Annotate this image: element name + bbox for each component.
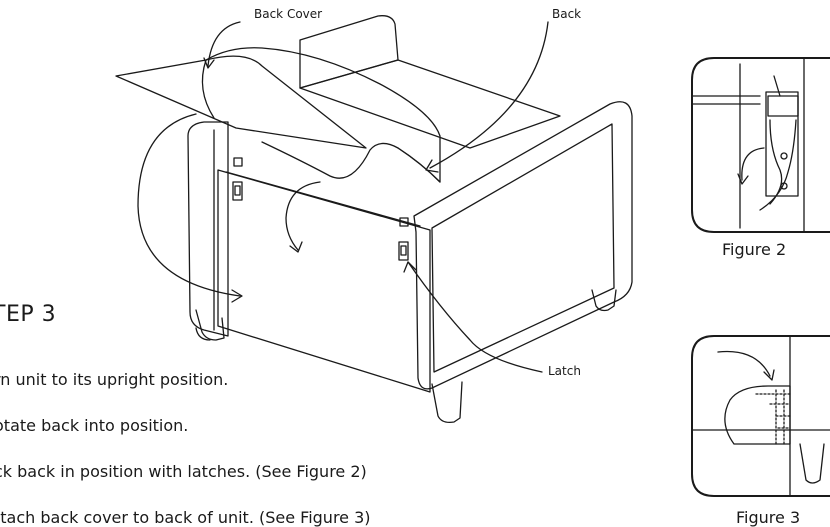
fig2-arrow [742,148,764,180]
back-cushion-outline [300,16,398,88]
arrow-back-cover [208,22,240,66]
left-arm-panel [188,122,228,336]
latch-left-top [234,158,242,166]
leg-front [432,382,462,422]
arrow-rotate-down [286,182,320,250]
latch-right [399,242,408,260]
latch-right-top [400,218,408,226]
right-arm [414,102,632,389]
step-title: TEP 3 [0,302,57,327]
leg-right [592,290,616,311]
figure-3-caption: Figure 3 [736,508,801,527]
instruction-3: ck back in position with latches. (See F… [0,462,367,481]
fig2-latch-plate [766,92,798,196]
fig2-latch-hook [768,96,798,116]
callout-back-cover: Back Cover [254,7,323,21]
arrow-latch [408,262,542,372]
seat-block-top [300,60,560,148]
instruction-2: otate back into position. [0,416,189,435]
arrow-large-sweep [138,114,240,296]
fig3-cover-corner [725,386,790,444]
latch-left [233,182,242,200]
leg-left [196,310,224,340]
front-panel [218,170,430,392]
arrow-back [430,22,548,168]
fig3-arrow [718,352,770,377]
callout-back: Back [552,7,582,21]
callout-latch: Latch [548,364,581,378]
figure-2-caption: Figure 2 [722,240,787,259]
instruction-4: ttach back cover to back of unit. (See F… [0,508,371,527]
instruction-1: rn unit to its upright position. [0,370,229,389]
